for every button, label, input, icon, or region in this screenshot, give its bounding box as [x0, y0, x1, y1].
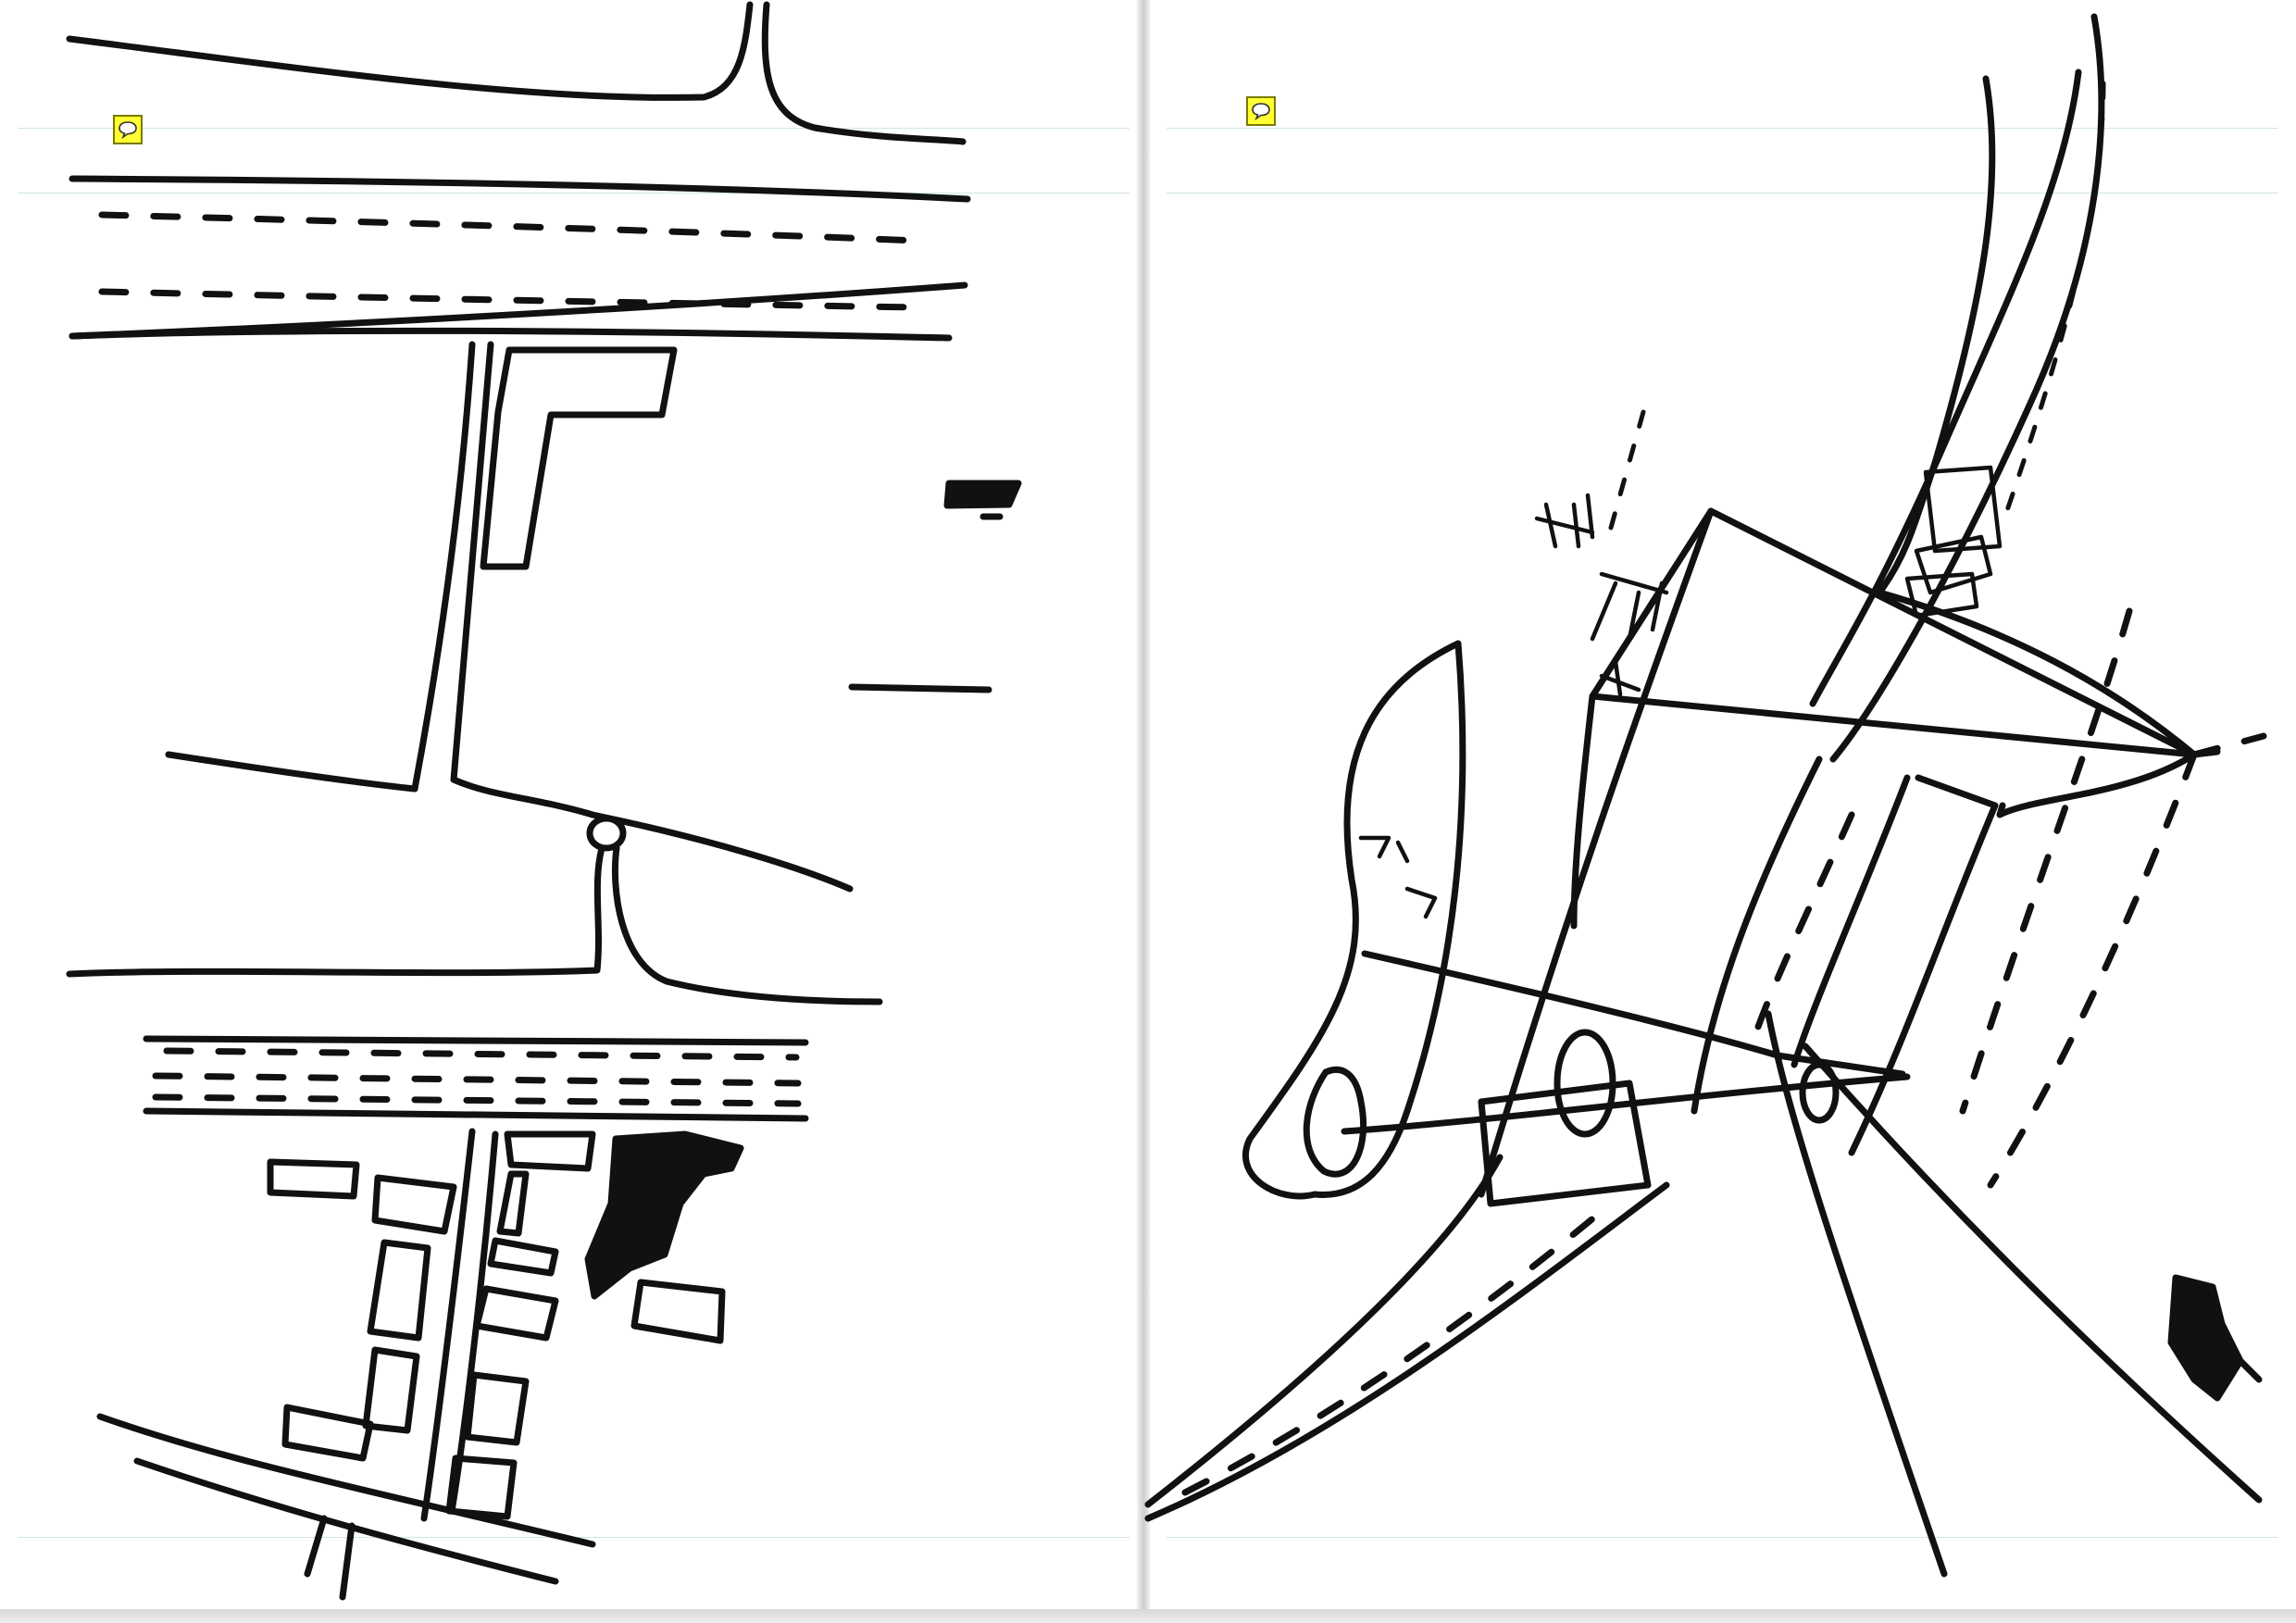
- bottom-road: [96, 1413, 596, 1548]
- far-ridge: [1876, 589, 2198, 758]
- highway-edge: [143, 1035, 809, 1046]
- highway-lane: [152, 1072, 802, 1087]
- road-edge: [1791, 774, 1911, 1068]
- right-page: [1142, 0, 2296, 1611]
- short-road-segment: [848, 683, 992, 693]
- bird-sketch: [1358, 835, 1410, 864]
- sight-line: [1341, 1073, 1911, 1135]
- building: [281, 1404, 374, 1462]
- building: [267, 1158, 360, 1200]
- page-bottom-edge: [0, 1609, 2296, 1623]
- distant-road-edge: [1809, 69, 2082, 707]
- pond: [1303, 1066, 1367, 1178]
- bird-sketch: [1404, 886, 1438, 919]
- figure-sketch: [1590, 571, 1669, 642]
- meadow-area: [1242, 640, 1466, 1200]
- truck-sketch: [1923, 465, 2003, 554]
- building-face: [1848, 774, 1999, 1156]
- sight-line: [1802, 1042, 2263, 1504]
- comment-icon[interactable]: [1246, 96, 1276, 126]
- near-road-edge: [1144, 1154, 1504, 1508]
- view-point: [1799, 1061, 1840, 1124]
- top-road-edge: [761, 1, 967, 145]
- sight-line: [1361, 950, 1906, 1078]
- hub-frame: [1478, 1080, 1652, 1207]
- ground-plane: [1570, 693, 1596, 930]
- left-sketch: [66, 1, 1022, 1601]
- village-street: [420, 1128, 476, 1522]
- hatched-forest: [584, 1130, 744, 1300]
- highway-lane: [163, 1047, 800, 1061]
- right-sketch: [1144, 13, 2267, 1578]
- far-ridge: [1996, 751, 2198, 818]
- tree-cluster: [2167, 1274, 2244, 1402]
- roundabout: [586, 815, 627, 852]
- distant-road-edge: [1876, 75, 1996, 596]
- ruling-line: [1167, 1537, 2277, 1538]
- hatched-block: [943, 480, 1022, 509]
- horizon-dash: [1987, 751, 2198, 1189]
- highway-edge: [69, 327, 953, 342]
- sight-line: [1765, 1010, 1948, 1578]
- highway-edge: [143, 1107, 809, 1122]
- speech-bubble-icon: [119, 121, 137, 139]
- ground-plane: [1478, 507, 1715, 1198]
- cross-road: [165, 751, 418, 793]
- tree-cluster-line: [2227, 1348, 2263, 1383]
- page-gutter: [1137, 0, 1150, 1623]
- building: [496, 1170, 530, 1237]
- building: [367, 1239, 431, 1342]
- highway-lane: [98, 211, 920, 244]
- road-edge: [1691, 755, 1823, 1115]
- ruling-line: [1167, 128, 2277, 129]
- building: [445, 1454, 518, 1520]
- comment-icon[interactable]: [113, 115, 143, 144]
- vertical-road: [450, 341, 494, 783]
- lower-road-edge: [611, 844, 883, 1005]
- road-lane: [1751, 811, 1855, 1041]
- building-outline: [480, 346, 678, 570]
- building: [487, 1237, 559, 1277]
- ruling-line: [19, 128, 1129, 129]
- building: [504, 1130, 596, 1172]
- ground-plane: [1589, 507, 2198, 758]
- ruling-line: [1167, 193, 2277, 194]
- building: [371, 1174, 457, 1235]
- side-lane: [304, 1515, 328, 1578]
- top-road-edge: [66, 1, 754, 101]
- figure-sketch: [1534, 493, 1595, 549]
- side-lane: [339, 1522, 356, 1601]
- village-street: [448, 1130, 499, 1515]
- highway-lane: [98, 288, 920, 311]
- building: [464, 1371, 530, 1446]
- bottom-road: [133, 1457, 559, 1585]
- highway-edge: [69, 175, 971, 203]
- vertical-road: [411, 341, 476, 793]
- ruling-line: [19, 193, 1129, 194]
- near-road-edge: [1144, 1181, 1670, 1522]
- figure-dash: [1608, 409, 1646, 531]
- near-road-lane: [1181, 1200, 1615, 1496]
- lower-road-edge: [66, 844, 605, 978]
- horizon-dash: [2190, 732, 2267, 758]
- building: [362, 1346, 420, 1434]
- truck-sketch: [1904, 571, 1979, 618]
- building: [473, 1285, 559, 1342]
- highway-lane: [152, 1093, 802, 1107]
- figure-sketch: [1599, 659, 1641, 697]
- cross-road: [450, 776, 854, 893]
- distant-road-lane: [2002, 81, 2106, 521]
- road-lane: [1959, 607, 2133, 1115]
- building: [630, 1279, 726, 1344]
- speech-bubble-icon: [1252, 103, 1270, 120]
